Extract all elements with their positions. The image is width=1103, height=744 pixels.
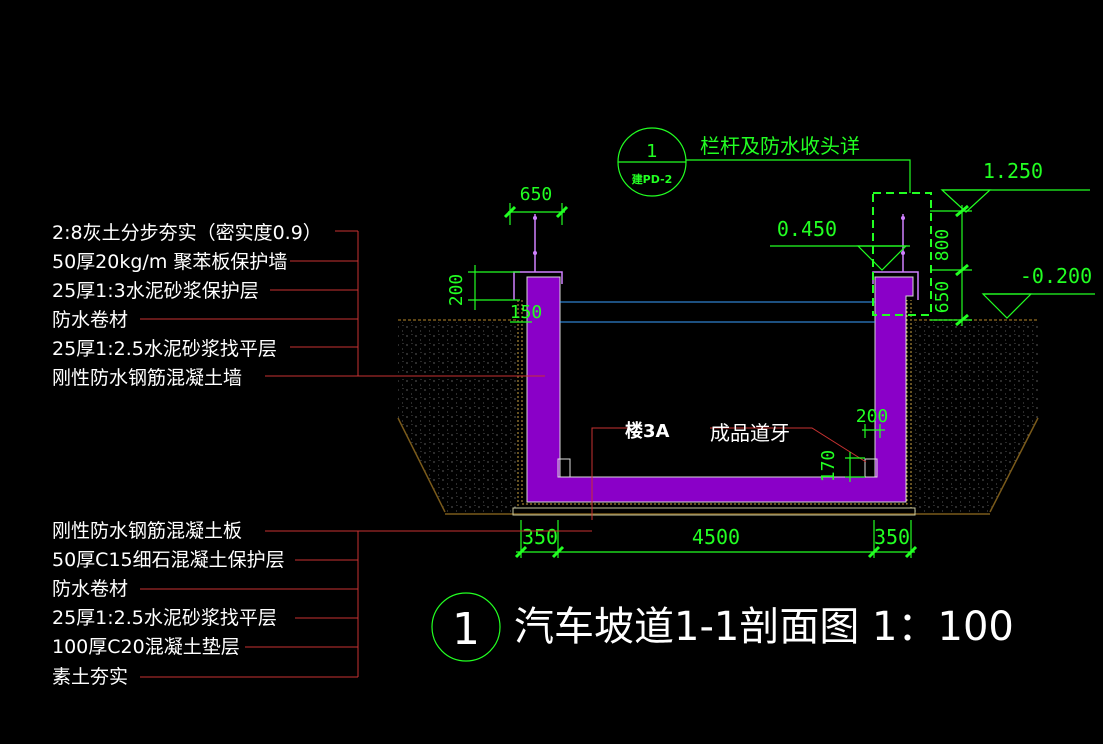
note-line: 25厚1:2.5水泥砂浆找平层 [52,338,277,360]
note-line: 刚性防水钢筋混凝土板 [52,520,242,542]
dim-label: 4500 [692,525,740,549]
note-line: 防水卷材 [52,578,128,600]
dim-left-vertical: 200 150 [446,265,542,323]
cap-flashing-left [513,271,563,300]
dim-label: 650 [520,184,553,205]
note-line: 素土夯实 [52,666,128,688]
curb-right [864,458,878,478]
curb-callout: 成品道牙 [710,421,867,463]
dim-label: 800 [932,229,953,262]
notes-top: 2:8灰土分步夯实（密实度0.9） 50厚20kg/m 聚苯板保护墙 25厚1:… [52,222,322,389]
floor-ref-label: 楼3A [625,420,670,442]
elevation-label: -0.200 [1020,264,1092,288]
dim-top-left: 650 [503,184,569,225]
notes-bottom: 刚性防水钢筋混凝土板 50厚C15细石混凝土保护层 防水卷材 25厚1:2.5水… [52,520,285,688]
dim-label: 150 [510,302,543,323]
curb-left [557,458,571,478]
note-line: 防水卷材 [52,309,128,331]
floor-ref-callout: 楼3A [591,420,670,520]
note-line: 25厚1:3水泥砂浆保护层 [52,280,259,302]
elevation-top: 1.250 [940,159,1090,213]
note-line: 50厚C15细石混凝土保护层 [52,549,285,571]
elevation-mid: 0.450 [770,217,910,271]
detail-ref-sheet: 建PD-2 [632,172,673,186]
elevation-label: 1.250 [983,159,1043,183]
dim-label: 170 [818,450,839,483]
concrete-section [526,276,914,503]
note-line: 25厚1:2.5水泥砂浆找平层 [52,607,277,629]
drawing-title: 1 汽车坡道1-1剖面图 1：100 [431,592,1014,662]
elevation-label: 0.450 [777,217,837,241]
curb-label: 成品道牙 [710,421,790,445]
detail-ref-bubble: 1 建PD-2 栏杆及防水收头详 [617,127,911,197]
railing-right [872,192,932,316]
railing-left [533,214,537,272]
note-line: 100厚C20混凝土垫层 [52,636,240,658]
dim-right-vertical: 800 650 [930,204,972,327]
dim-bottom: 350 4500 350 [514,520,918,559]
detail-ref-number: 1 [646,141,657,162]
note-line: 2:8灰土分步夯实（密实度0.9） [52,222,322,244]
title-number: 1 [452,604,480,655]
soil-hatch [397,319,1039,515]
detail-ref-label: 栏杆及防水收头详 [700,134,860,158]
dim-label: 200 [856,406,889,427]
title-text: 汽车坡道1-1剖面图 1：100 [514,604,1014,650]
dim-curb: 200 170 [818,406,888,482]
dim-label: 350 [522,525,558,549]
dim-label: 650 [932,281,953,314]
bedding-layer [512,507,916,516]
note-line: 刚性防水钢筋混凝土墙 [52,367,242,389]
note-line: 50厚20kg/m 聚苯板保护墙 [52,251,287,273]
notes-top-leaders [140,230,545,377]
dim-label: 200 [446,274,467,307]
elevation-ground: -0.200 [981,264,1095,319]
notes-bottom-leaders [140,530,592,678]
dim-label: 350 [874,525,910,549]
